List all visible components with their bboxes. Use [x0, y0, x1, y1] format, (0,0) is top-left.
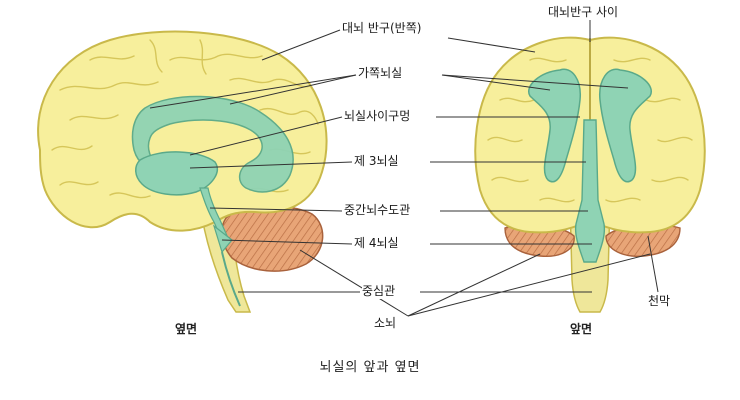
view-label-anterior: 앞면: [570, 322, 593, 336]
figure-caption: 뇌실의 앞과 옆면: [319, 360, 421, 375]
label-cerebellum: 소뇌: [374, 316, 397, 331]
lateral-cerebellum: [220, 205, 324, 272]
anterior-third-ventricle: [574, 119, 606, 263]
lateral-view: [37, 30, 328, 313]
label-central-canal: 중심관: [362, 284, 396, 299]
lateral-view-third-ventricle: [135, 151, 218, 196]
label-interhemispheric: 대뇌반구 사이: [548, 5, 619, 20]
label-hemisphere-half: 대뇌 반구(반쪽): [342, 21, 422, 36]
anterior-left-lateral-ventricle: [528, 68, 581, 183]
label-fourth-ventricle: 제 4뇌실: [354, 236, 399, 251]
view-label-lateral: 옆면: [175, 322, 198, 336]
lateral-view-central-canal: [221, 251, 241, 307]
leader-lines: [149, 20, 659, 317]
label-third-ventricle: 제 3뇌실: [354, 154, 399, 169]
lateral-cerebrum: [37, 30, 328, 232]
label-interventricular-foramen: 뇌실사이구멍: [344, 109, 411, 124]
anterior-gyri: [487, 57, 693, 203]
label-lateral-ventricle: 가쪽뇌실: [358, 66, 403, 81]
anterior-view: [474, 36, 706, 313]
lateral-view-fourth-ventricle: [212, 224, 233, 254]
label-tentorium: 천막: [648, 294, 671, 308]
label-cerebral-aqueduct: 중간뇌수도관: [344, 203, 411, 218]
anterior-right-lateral-ventricle: [599, 68, 652, 183]
